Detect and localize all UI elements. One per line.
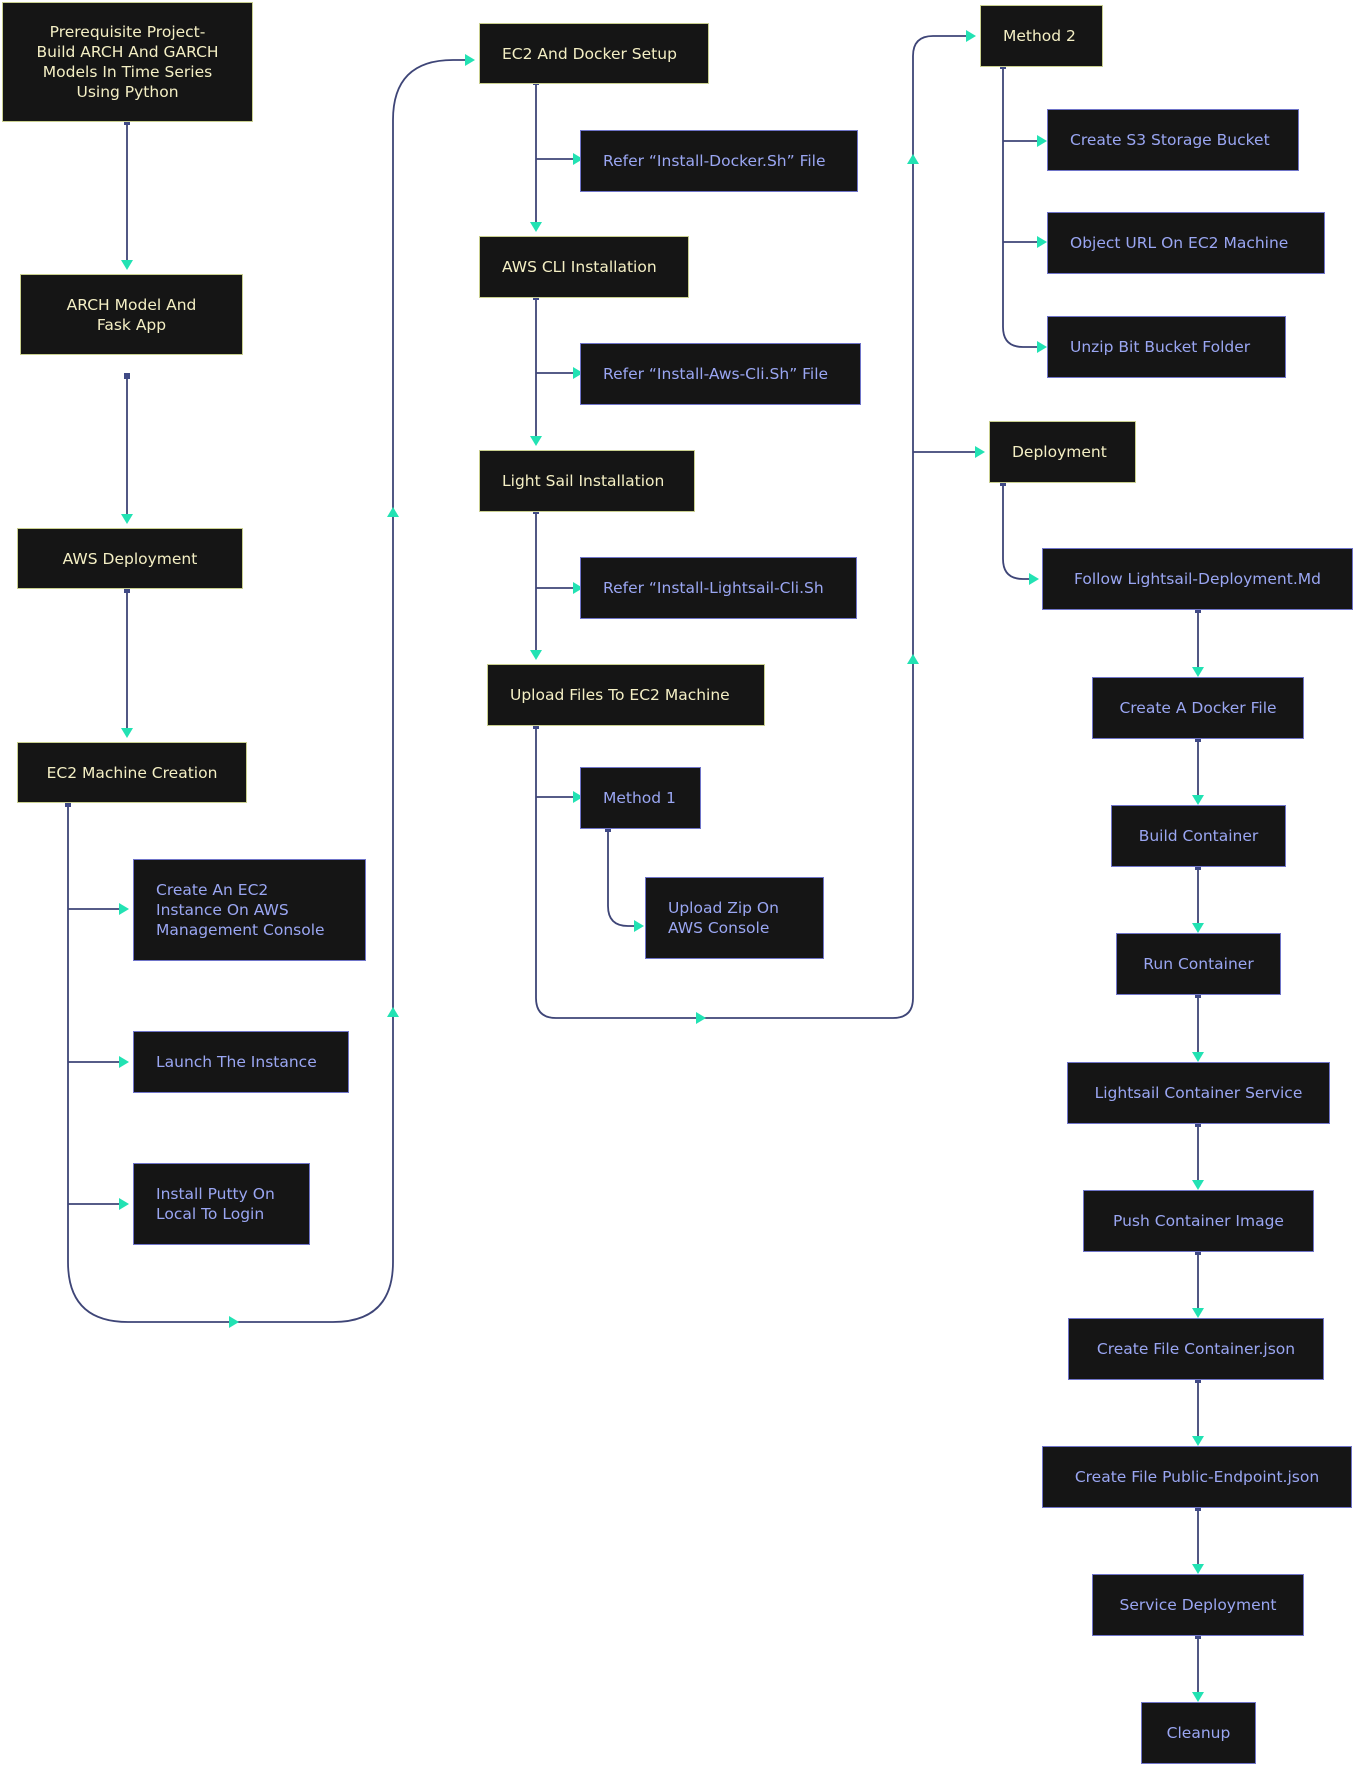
node-label: Upload Files To EC2 Machine (510, 686, 730, 704)
node-aws-deployment: AWS Deployment (17, 528, 243, 589)
edge-deployment-to-follow (1002, 483, 1031, 580)
node-label: Install Putty On Local To Login (156, 1185, 275, 1223)
node-object-url-ec2: Object URL On EC2 Machine (1047, 212, 1325, 274)
node-label: Create File Container.json (1096, 1340, 1296, 1358)
arrow-head (121, 260, 133, 270)
node-aws-cli-installation: AWS CLI Installation (479, 236, 689, 298)
node-label: ARCH Model And Fask App (66, 295, 197, 334)
node-method-2: Method 2 (980, 5, 1103, 67)
node-unzip-bitbucket: Unzip Bit Bucket Folder (1047, 316, 1286, 378)
node-create-container-json: Create File Container.json (1068, 1318, 1324, 1380)
node-label: Object URL On EC2 Machine (1070, 234, 1289, 252)
node-label: Unzip Bit Bucket Folder (1070, 338, 1251, 356)
node-label: Method 2 (1003, 27, 1076, 45)
node-service-deployment: Service Deployment (1092, 1574, 1304, 1636)
node-ec2-docker-setup: EC2 And Docker Setup (479, 23, 709, 84)
edge-method1-to-zip (607, 829, 636, 927)
node-label: Light Sail Installation (502, 472, 665, 490)
edge-ec2creation-branches (67, 59, 467, 1323)
node-label: Push Container Image (1113, 1212, 1284, 1230)
node-label: AWS CLI Installation (502, 258, 657, 276)
node-label: Deployment (1012, 443, 1107, 461)
node-method-1: Method 1 (580, 767, 701, 829)
node-launch-instance: Launch The Instance (133, 1031, 349, 1093)
node-follow-lightsail-md: Follow Lightsail-Deployment.Md (1042, 548, 1353, 610)
node-install-putty: Install Putty On Local To Login (133, 1163, 310, 1245)
node-create-endpoint-json: Create File Public-Endpoint.json (1042, 1446, 1352, 1508)
node-create-ec2-instance: Create An EC2 Instance On AWS Management… (133, 859, 366, 961)
node-create-s3-bucket: Create S3 Storage Bucket (1047, 109, 1299, 171)
node-light-sail-installation: Light Sail Installation (479, 450, 695, 512)
node-label: Create An EC2 Instance On AWS Management… (156, 881, 325, 939)
node-push-container-image: Push Container Image (1083, 1190, 1314, 1252)
node-label: Prerequisite Project- Build ARCH And GAR… (36, 23, 219, 101)
node-label: Lightsail Container Service (1094, 1084, 1303, 1102)
node-label: Create S3 Storage Bucket (1070, 131, 1270, 149)
node-prerequisite-project: Prerequisite Project- Build ARCH And GAR… (2, 2, 253, 122)
edge-upload-branches (535, 35, 968, 1019)
node-label: Upload Zip On AWS Console (668, 899, 779, 937)
node-label: Build Container (1138, 827, 1259, 845)
node-label: Cleanup (1166, 1724, 1231, 1742)
node-label: Refer “Install-Lightsail-Cli.Sh (603, 579, 824, 597)
node-run-container: Run Container (1116, 933, 1281, 995)
node-ec2-machine-creation: EC2 Machine Creation (17, 742, 247, 803)
node-refer-install-docker: Refer “Install-Docker.Sh” File (580, 130, 858, 192)
node-label: Follow Lightsail-Deployment.Md (1074, 570, 1321, 588)
node-refer-install-aws-cli: Refer “Install-Aws-Cli.Sh” File (580, 343, 861, 405)
node-label: Refer “Install-Aws-Cli.Sh” File (603, 365, 829, 383)
node-label: Create File Public-Endpoint.json (1074, 1468, 1320, 1486)
node-build-container: Build Container (1111, 805, 1286, 867)
node-label: EC2 Machine Creation (46, 763, 218, 782)
node-deployment: Deployment (989, 421, 1136, 483)
node-label: EC2 And Docker Setup (502, 44, 677, 63)
node-label: Service Deployment (1119, 1596, 1277, 1614)
node-create-docker-file: Create A Docker File (1092, 677, 1304, 739)
node-label: Create A Docker File (1119, 699, 1277, 717)
node-cleanup: Cleanup (1141, 1702, 1256, 1764)
node-arch-model-flask-app: ARCH Model And Fask App (20, 274, 243, 355)
node-label: Refer “Install-Docker.Sh” File (603, 152, 826, 170)
edge-method2-branches (1002, 66, 1039, 348)
node-refer-install-lightsail: Refer “Install-Lightsail-Cli.Sh (580, 557, 857, 619)
node-label: Method 1 (603, 789, 676, 807)
node-label: Run Container (1143, 955, 1254, 973)
node-lightsail-container-service: Lightsail Container Service (1067, 1062, 1330, 1124)
node-upload-zip-aws-console: Upload Zip On AWS Console (645, 877, 824, 959)
node-label: AWS Deployment (62, 549, 198, 568)
node-upload-files-ec2: Upload Files To EC2 Machine (487, 664, 765, 726)
node-label: Launch The Instance (156, 1053, 317, 1071)
